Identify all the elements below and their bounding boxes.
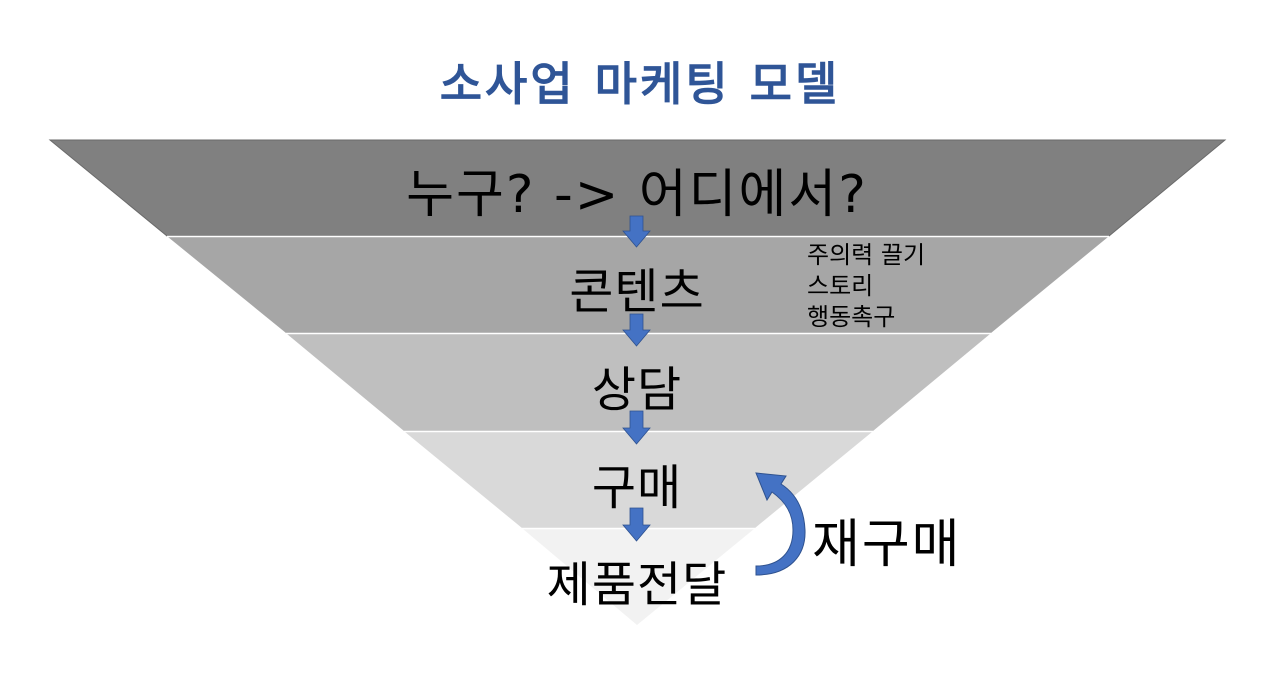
repurchase-label: 재구매: [812, 515, 962, 575]
stage-label-consultation: 상담: [591, 362, 683, 418]
down-arrow-icon: [622, 507, 651, 542]
stage-label-purchase: 구매: [591, 460, 683, 516]
content-notes: 주의력 끌기 스토리 행동촉구: [807, 240, 925, 333]
stage-label-who-where: 누구? -> 어디에서?: [406, 165, 868, 225]
note-attention: 주의력 끌기: [807, 241, 926, 269]
down-arrow-icon: [622, 313, 651, 347]
stage-label-content: 콘텐츠: [569, 264, 705, 320]
stage-label-delivery: 제품전달: [546, 557, 728, 613]
down-arrow-icon: [622, 410, 651, 445]
diagram-title: 소사업 마케팅 모델: [439, 57, 841, 111]
funnel-band-4: [405, 432, 872, 528]
funnel-band-5: [523, 529, 754, 625]
note-call-to-action: 행동촉구: [807, 303, 896, 331]
repurchase-loop-arrow-icon: [755, 472, 806, 576]
down-arrow-icon: [622, 215, 651, 248]
funnel-band-2: [168, 237, 1108, 333]
note-story: 스토리: [807, 272, 874, 300]
funnel-band-3: [287, 334, 990, 431]
